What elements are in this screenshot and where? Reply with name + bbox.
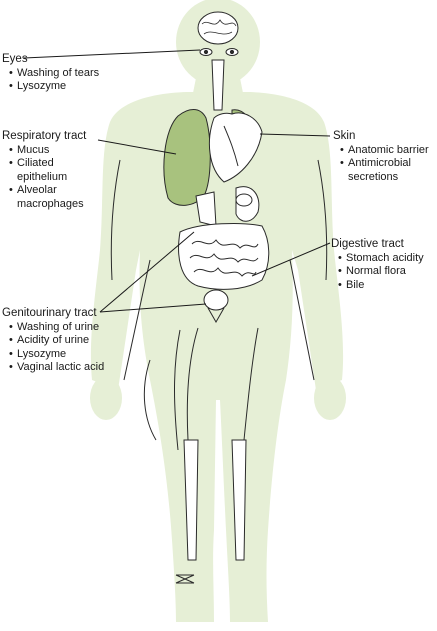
genitourinary-item: Washing of urine bbox=[8, 321, 104, 335]
digestive-item: Normal flora bbox=[337, 265, 424, 279]
eyes bbox=[199, 48, 239, 56]
respiratory-item: Mucus bbox=[8, 144, 86, 158]
intestines bbox=[178, 223, 270, 290]
callout-genitourinary: Genitourinary tract Washing of urine Aci… bbox=[2, 307, 104, 375]
genitourinary-item: Acidity of urine bbox=[8, 334, 104, 348]
digestive-item: Bile bbox=[337, 279, 424, 293]
eyes-title: Eyes bbox=[2, 53, 28, 65]
body-silhouette bbox=[90, 0, 346, 622]
eyes-item: Lysozyme bbox=[8, 80, 99, 94]
callout-respiratory: Respiratory tract Mucus Ciliatedepitheli… bbox=[2, 130, 86, 211]
digestive-item: Stomach acidity bbox=[337, 252, 424, 266]
callout-eyes: Eyes Washing of tears Lysozyme bbox=[2, 53, 99, 94]
skeleton-lines bbox=[110, 159, 328, 584]
skin-title: Skin bbox=[333, 130, 356, 142]
bladder bbox=[203, 289, 229, 324]
genitourinary-item: Lysozyme bbox=[8, 348, 104, 362]
digestive-title: Digestive tract bbox=[331, 238, 404, 250]
heart bbox=[208, 112, 263, 183]
genitourinary-item: Vaginal lactic acid bbox=[8, 361, 104, 375]
abdominal-organs bbox=[195, 186, 260, 227]
brain bbox=[197, 11, 239, 45]
eyes-item: Washing of tears bbox=[8, 67, 99, 81]
callout-digestive: Digestive tract Stomach acidity Normal f… bbox=[331, 238, 424, 292]
skin-item: Anatomic barrier bbox=[339, 144, 429, 158]
leader-lines bbox=[23, 49, 331, 313]
genitourinary-title: Genitourinary tract bbox=[2, 307, 97, 319]
respiratory-title: Respiratory tract bbox=[2, 130, 87, 142]
trachea bbox=[211, 59, 225, 111]
callout-skin: Skin Anatomic barrier Antimicrobialsecre… bbox=[333, 130, 429, 184]
